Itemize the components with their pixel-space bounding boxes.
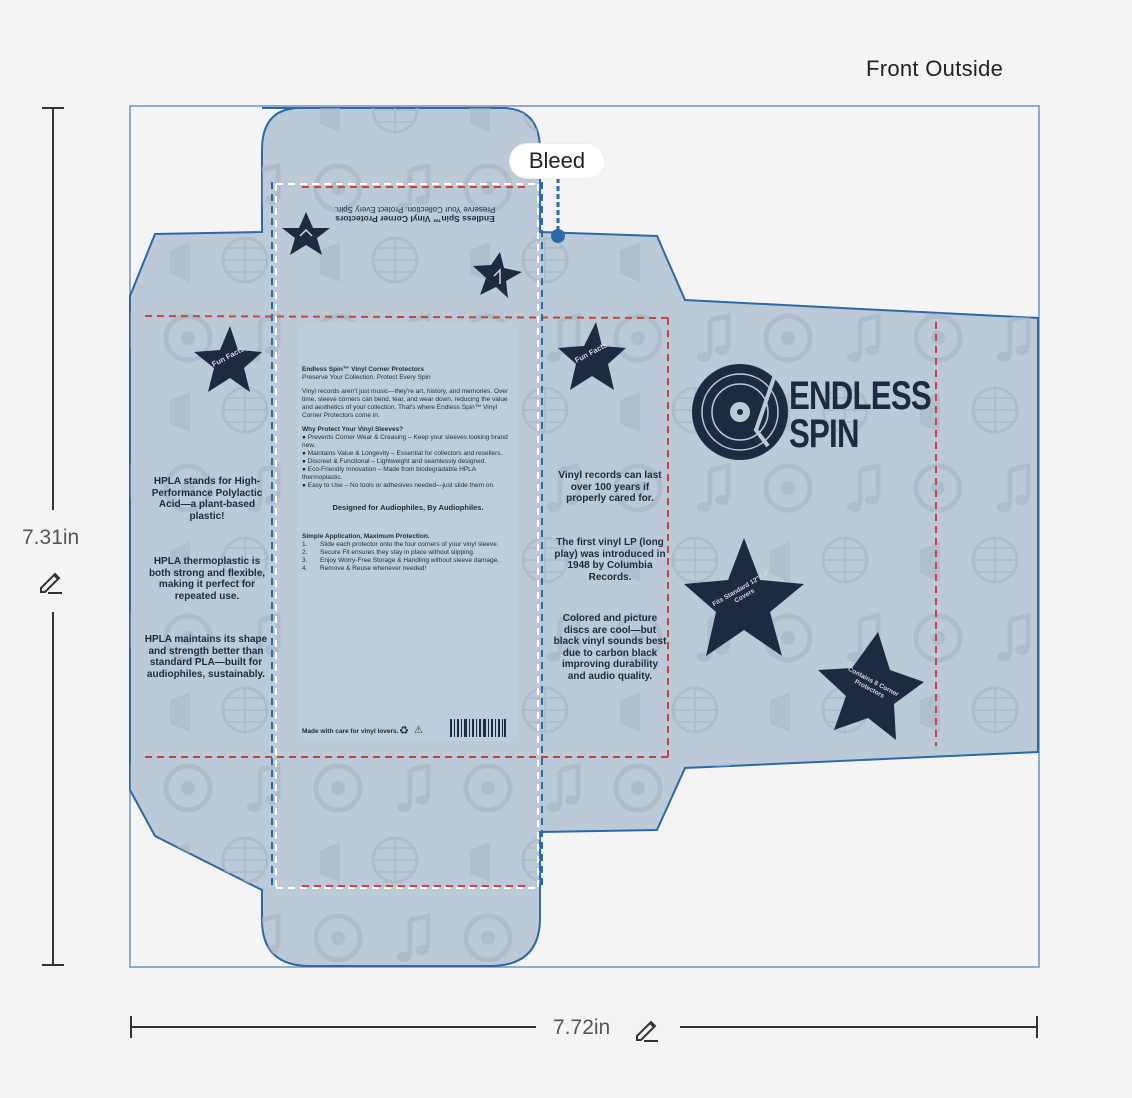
height-dimension-line: [42, 107, 64, 966]
star-right-funfacts: [558, 322, 626, 390]
why-item: ● Easy to Use – No tools or adhesives ne…: [302, 482, 495, 489]
left-fact-1: HPLA stands for High-Performance Polylac…: [151, 476, 263, 522]
center-panel-content: Endless Spin™ Vinyl Corner Protectors Pr…: [302, 366, 514, 490]
right-fact-1: Vinyl records can last over 100 years if…: [558, 470, 662, 504]
center-panel-bg: [298, 322, 518, 742]
step-item: 3.Enjoy Worry-Free Storage & Handling wi…: [302, 557, 500, 564]
star-left-funfacts: [194, 326, 262, 392]
bleed-pointer-dot[interactable]: [551, 229, 565, 243]
top-flap-text: Endless Spin™ Vinyl Corner Protectors Pr…: [300, 205, 530, 224]
steps-title: Simple Application, Maximum Protection.: [302, 533, 430, 540]
star-front-lp: [684, 538, 804, 656]
bleed-tag[interactable]: Bleed: [510, 144, 604, 178]
left-fact-3: HPLA maintains its shape and strength be…: [144, 634, 268, 680]
star-front-contains: [818, 632, 924, 740]
center-tagline: Designed for Audiophiles, By Audiophiles…: [332, 503, 484, 512]
right-fact-3: Colored and picture discs are cool—but b…: [553, 613, 667, 682]
top-flap-title: Endless Spin™ Vinyl Corner Protectors: [335, 214, 495, 224]
why-item: ● Prevents Corner Wear & Creasing – Keep…: [302, 434, 508, 449]
right-fact-2: The first vinyl LP (long play) was intro…: [554, 537, 666, 583]
top-flap-subtitle: Preserve Your Collection. Protect Every …: [334, 205, 496, 214]
star-top-right: [473, 252, 522, 298]
barcode: [450, 719, 506, 737]
note-icon: [299, 228, 313, 237]
step-item: 4.Remove & Reuse whenever needed!: [302, 565, 427, 572]
tonearm-icon: [493, 268, 501, 284]
width-dimension-line: [130, 1016, 1038, 1038]
pencil-icon[interactable]: [632, 1014, 662, 1049]
center-footer: Made with care for vinyl lovers.: [302, 728, 399, 735]
center-title: Endless Spin™ Vinyl Corner Protectors: [302, 366, 424, 373]
safe-lines: [275, 183, 539, 889]
center-intro: Vinyl records aren't just music—they're …: [302, 388, 508, 419]
warning-triangle-icon: ⚠: [414, 725, 423, 736]
brand-line-2: SPIN: [789, 412, 859, 456]
recycle-icon: ♻: [399, 725, 409, 737]
why-item: ● Discreet & Functional – Lightweight an…: [302, 458, 487, 465]
why-item: ● Eco-Friendly Innovation – Made from bi…: [302, 466, 476, 481]
height-dimension-label[interactable]: 7.31in: [22, 526, 80, 549]
why-item: ● Maintains Value & Longevity – Essentia…: [302, 450, 503, 457]
vinyl-record-logo: [692, 364, 788, 460]
stars: [194, 212, 924, 740]
width-dimension-label[interactable]: 7.72in: [553, 1016, 611, 1039]
cut-lines: [271, 182, 543, 890]
why-title: Why Protect Your Vinyl Sleeves?: [302, 426, 404, 433]
fold-lines: [144, 186, 937, 887]
pencil-icon[interactable]: [36, 566, 66, 601]
left-fact-2: HPLA thermoplastic is both strong and fl…: [148, 556, 266, 602]
step-item: 1.Slide each protector onto the four cor…: [302, 541, 499, 548]
brand-line-1: ENDLESS: [789, 374, 932, 418]
view-label: Front Outside: [866, 56, 1004, 81]
star-top-left: [282, 212, 330, 255]
center-steps: Simple Application, Maximum Protection. …: [302, 533, 514, 573]
center-subtitle: Preserve Your Collection. Protect Every …: [302, 374, 431, 381]
step-item: 2.Secure Fit ensures they stay in place …: [302, 549, 475, 556]
